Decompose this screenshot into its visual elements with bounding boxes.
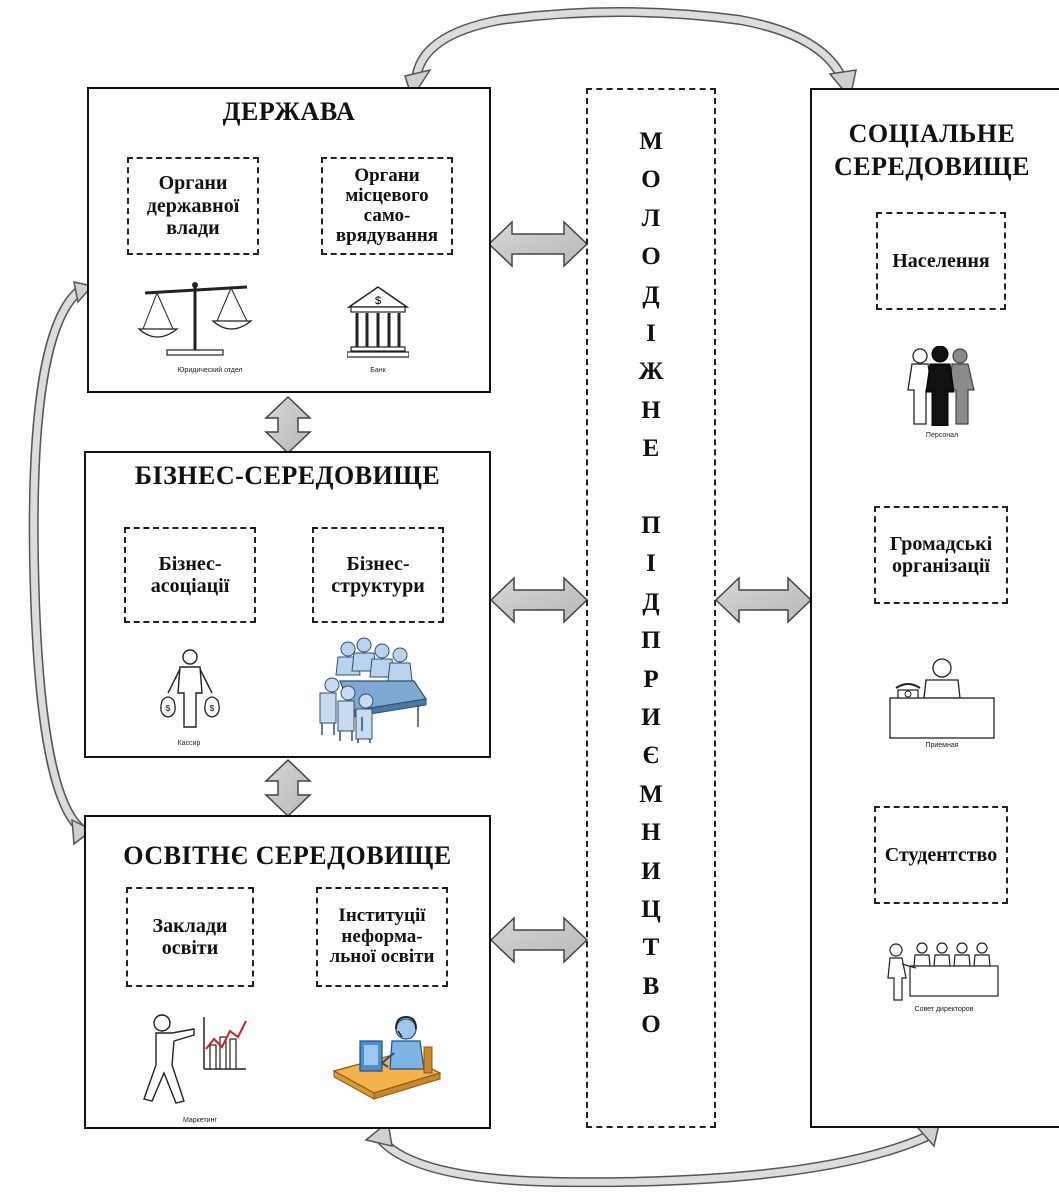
education-unit-line: Заклади [152,914,228,937]
business-associations-box: Бізнес- асоціації [124,527,256,623]
vertical-letter: Є [642,742,660,770]
vertical-letter: О [641,243,661,271]
vertical-letter: І [646,550,656,578]
double-arrow-business-center [489,576,589,624]
business-block: БІЗНЕС-СЕРЕДОВИЩЕ Бізнес- асоціації Бізн… [84,451,491,758]
personnel-icon [907,346,975,426]
social-caption-personnel: Персонал [925,432,959,439]
social-block: СОЦІАЛЬНЕ СЕРЕДОВИЩЕ Населення Персонал … [810,88,1059,1128]
social-unit-line: Студентство [884,843,998,866]
education-caption-marketing: Маркетинг [182,1117,218,1124]
vertical-letter: И [641,857,661,885]
social-title: СОЦІАЛЬНЕ СЕРЕДОВИЩЕ [812,118,1052,183]
business-unit-line: асоціації [150,575,230,597]
vertical-letter: Р [643,665,659,693]
business-unit-line: Бізнес- [346,552,410,575]
svg-text:$: $ [166,704,171,713]
vertical-letter: Д [642,588,660,616]
social-title-line: СОЦІАЛЬНЕ [848,119,1016,148]
vertical-letter: І [646,320,656,347]
business-caption-cashier: Кассир [177,740,201,747]
vertical-letter: П [641,512,661,539]
state-unit-line: влади [166,217,220,240]
education-institutions-box: Заклади освіти [126,887,254,987]
call-center-icon [332,1015,442,1100]
business-unit-line: структури [331,575,425,597]
social-unit-line: Громадські [889,532,993,555]
double-arrow-state-center [487,220,589,268]
double-arrow-education-center [489,916,589,964]
state-unit-line: державної [146,194,240,217]
curved-arrow-left [28,281,94,846]
local-government-box: Органи місцевого само- врядування [321,157,453,255]
business-structures-box: Бізнес- структури [312,527,444,623]
state-caption-legal: Юридический отдел [177,367,243,374]
state-caption-bank: Банк [370,367,386,374]
education-unit-line: Інституції [338,904,426,926]
ngo-box: Громадські організації [874,506,1008,604]
vertical-letter: М [639,780,663,808]
vertical-letter: О [641,166,661,194]
social-unit-line: Населення [892,249,990,272]
vertical-letter: Н [641,396,661,424]
board-of-directors-icon [887,942,999,1001]
marketing-icon [143,1014,247,1104]
vertical-letter: Т [642,934,660,962]
bank-icon: $ [347,286,409,358]
vertical-letter: О [641,1011,661,1039]
business-title: БІЗНЕС-СЕРЕДОВИЩЕ [134,461,441,490]
population-box: Населення [876,212,1006,310]
education-title: ОСВІТНЄ СЕРЕДОВИЩЕ [123,841,452,870]
vertical-letter: И [641,704,661,731]
social-caption-board: Совет директоров [914,1006,974,1013]
state-title: ДЕРЖАВА [222,97,356,126]
svg-text:$: $ [210,704,215,713]
state-unit-line: Органи [354,165,420,187]
nonformal-education-box: Інституції неформа- льної освіти [316,887,448,987]
state-authorities-box: Органи державної влади [127,157,259,255]
state-unit-line: само- [363,205,411,226]
curved-arrow-top [404,7,857,100]
education-unit-line: льної освіти [329,946,435,968]
double-arrow-state-business [264,395,312,455]
business-unit-line: Бізнес- [158,552,222,575]
vertical-letter: Л [641,204,661,232]
vertical-letter: Н [641,819,661,847]
vertical-letter: Д [642,281,660,309]
state-block: ДЕРЖАВА Органи державної влади Органи мі… [87,87,491,393]
social-unit-line: організації [892,555,990,577]
scales-icon [137,282,253,356]
meeting-icon [319,637,428,743]
vertical-letter: Е [642,435,660,463]
students-box: Студентство [874,806,1008,904]
vertical-letter: М [639,128,663,155]
curved-arrow-bottom [364,1118,942,1188]
state-unit-line: місцевого [345,185,429,207]
vertical-letter: Ж [638,358,664,386]
state-unit-line: Органи [158,172,228,195]
vertical-letter: П [641,627,661,655]
double-arrow-business-education [264,758,312,818]
state-unit-line: врядування [335,224,439,246]
education-unit-line: освіти [161,937,219,959]
vertical-letter: Ц [641,896,661,923]
social-caption-reception: Приемная [925,742,959,749]
svg-text:$: $ [375,295,381,307]
vertical-letter: В [642,972,660,1000]
education-block: ОСВІТНЄ СЕРЕДОВИЩЕ Заклади освіти Інстит… [84,815,491,1129]
double-arrow-center-social [714,576,813,624]
social-title-line: СЕРЕДОВИЩЕ [834,151,1030,181]
education-unit-line: неформа- [341,925,423,947]
reception-icon [889,658,995,739]
cashier-icon: $ $ [160,649,220,728]
